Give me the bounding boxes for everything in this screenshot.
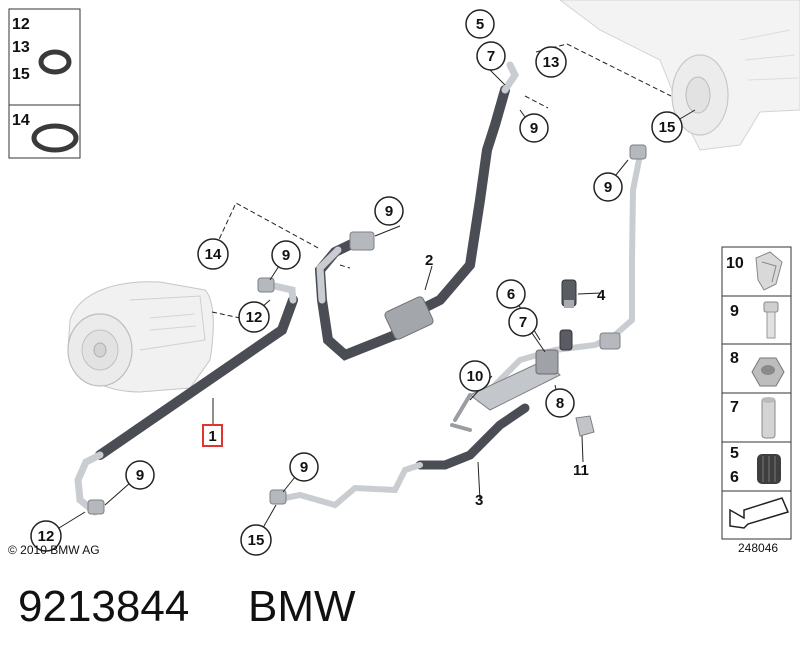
callout-text: 9 (282, 247, 290, 264)
legend-label-8: 8 (730, 350, 739, 367)
callout-15-bottom[interactable]: 15 (240, 524, 272, 556)
label-part-4: 4 (597, 287, 606, 304)
valve-cap-icon (757, 454, 781, 484)
legend-label-9: 9 (730, 303, 739, 320)
callout-text: 5 (476, 16, 484, 33)
hose-3 (269, 403, 530, 509)
callout-9-low[interactable]: 9 (125, 460, 155, 490)
callout-7-mid[interactable]: 7 (508, 307, 538, 337)
oring-label-15: 15 (12, 66, 30, 83)
hose-2 (314, 61, 520, 361)
callout-text: 12 (246, 309, 263, 326)
label-part-11: 11 (573, 462, 589, 479)
callout-text: 13 (543, 54, 560, 71)
callout-10[interactable]: 10 (459, 360, 491, 392)
callout-12-compressor[interactable]: 12 (238, 301, 270, 333)
label-part-2: 2 (425, 252, 433, 269)
legend-label-5: 5 (730, 445, 739, 462)
hose-1 (74, 277, 298, 516)
callout-text: 9 (300, 459, 308, 476)
callout-text: 9 (604, 179, 612, 196)
callout-text: 7 (519, 314, 527, 331)
bolt-icon (763, 301, 779, 339)
callout-text: 9 (136, 467, 144, 484)
callout-9-bottom[interactable]: 9 (289, 452, 319, 482)
callout-9-top[interactable]: 9 (519, 113, 549, 143)
legend-label-7: 7 (730, 399, 739, 416)
nut-icon (751, 357, 785, 387)
callout-9-mid[interactable]: 9 (374, 196, 404, 226)
callout-text: 12 (38, 528, 55, 545)
callout-12-low[interactable]: 12 (30, 520, 62, 552)
callout-9-right[interactable]: 9 (593, 172, 623, 202)
callout-7-top[interactable]: 7 (476, 41, 506, 71)
callout-text: 10 (467, 368, 484, 385)
callout-8[interactable]: 8 (545, 388, 575, 418)
legend-label-6: 6 (730, 469, 739, 486)
ac-compressor (67, 281, 214, 393)
oring-label-13: 13 (12, 39, 30, 56)
callout-9-compressor[interactable]: 9 (271, 240, 301, 270)
callout-text: 15 (659, 119, 676, 136)
oring-legend-panel: 12 13 15 14 (8, 8, 81, 159)
callout-text: 6 (507, 286, 515, 303)
large-oring-icon (31, 123, 79, 153)
label-part-1: 1 (208, 428, 216, 445)
service-valve (559, 329, 573, 351)
small-oring-icon (38, 49, 72, 75)
callout-5-top[interactable]: 5 (465, 9, 495, 39)
bracket-part (575, 415, 595, 437)
stud-icon (761, 397, 776, 439)
label-part-3: 3 (475, 492, 483, 509)
copyright-text: © 2010 BMW AG (8, 543, 100, 557)
callout-text: 9 (530, 120, 538, 137)
parts-legend-panel: 10 9 8 7 5 6 (721, 246, 792, 540)
callout-text: 9 (385, 203, 393, 220)
brand-name: BMW (248, 582, 356, 631)
assembly-arrow-icon (729, 497, 790, 529)
part-number: 9213844 (18, 582, 190, 631)
highlighted-part-1[interactable]: 1 (202, 424, 223, 447)
legend-label-10: 10 (726, 255, 744, 272)
callout-13-top[interactable]: 13 (535, 46, 567, 78)
diagram-id: 248046 (738, 541, 778, 555)
pressure-sensor (561, 279, 577, 308)
callout-6[interactable]: 6 (496, 279, 526, 309)
callout-14[interactable]: 14 (197, 238, 229, 270)
callout-text: 8 (556, 395, 564, 412)
callout-text: 14 (205, 246, 222, 263)
callout-15-top[interactable]: 15 (651, 111, 683, 143)
pressure-line-pipe (477, 144, 647, 403)
clip-icon (755, 251, 783, 291)
callout-text: 7 (487, 48, 495, 65)
manifold-block (450, 349, 561, 432)
callout-text: 15 (248, 532, 265, 549)
oring-label-14: 14 (12, 112, 30, 129)
oring-label-12: 12 (12, 16, 30, 33)
